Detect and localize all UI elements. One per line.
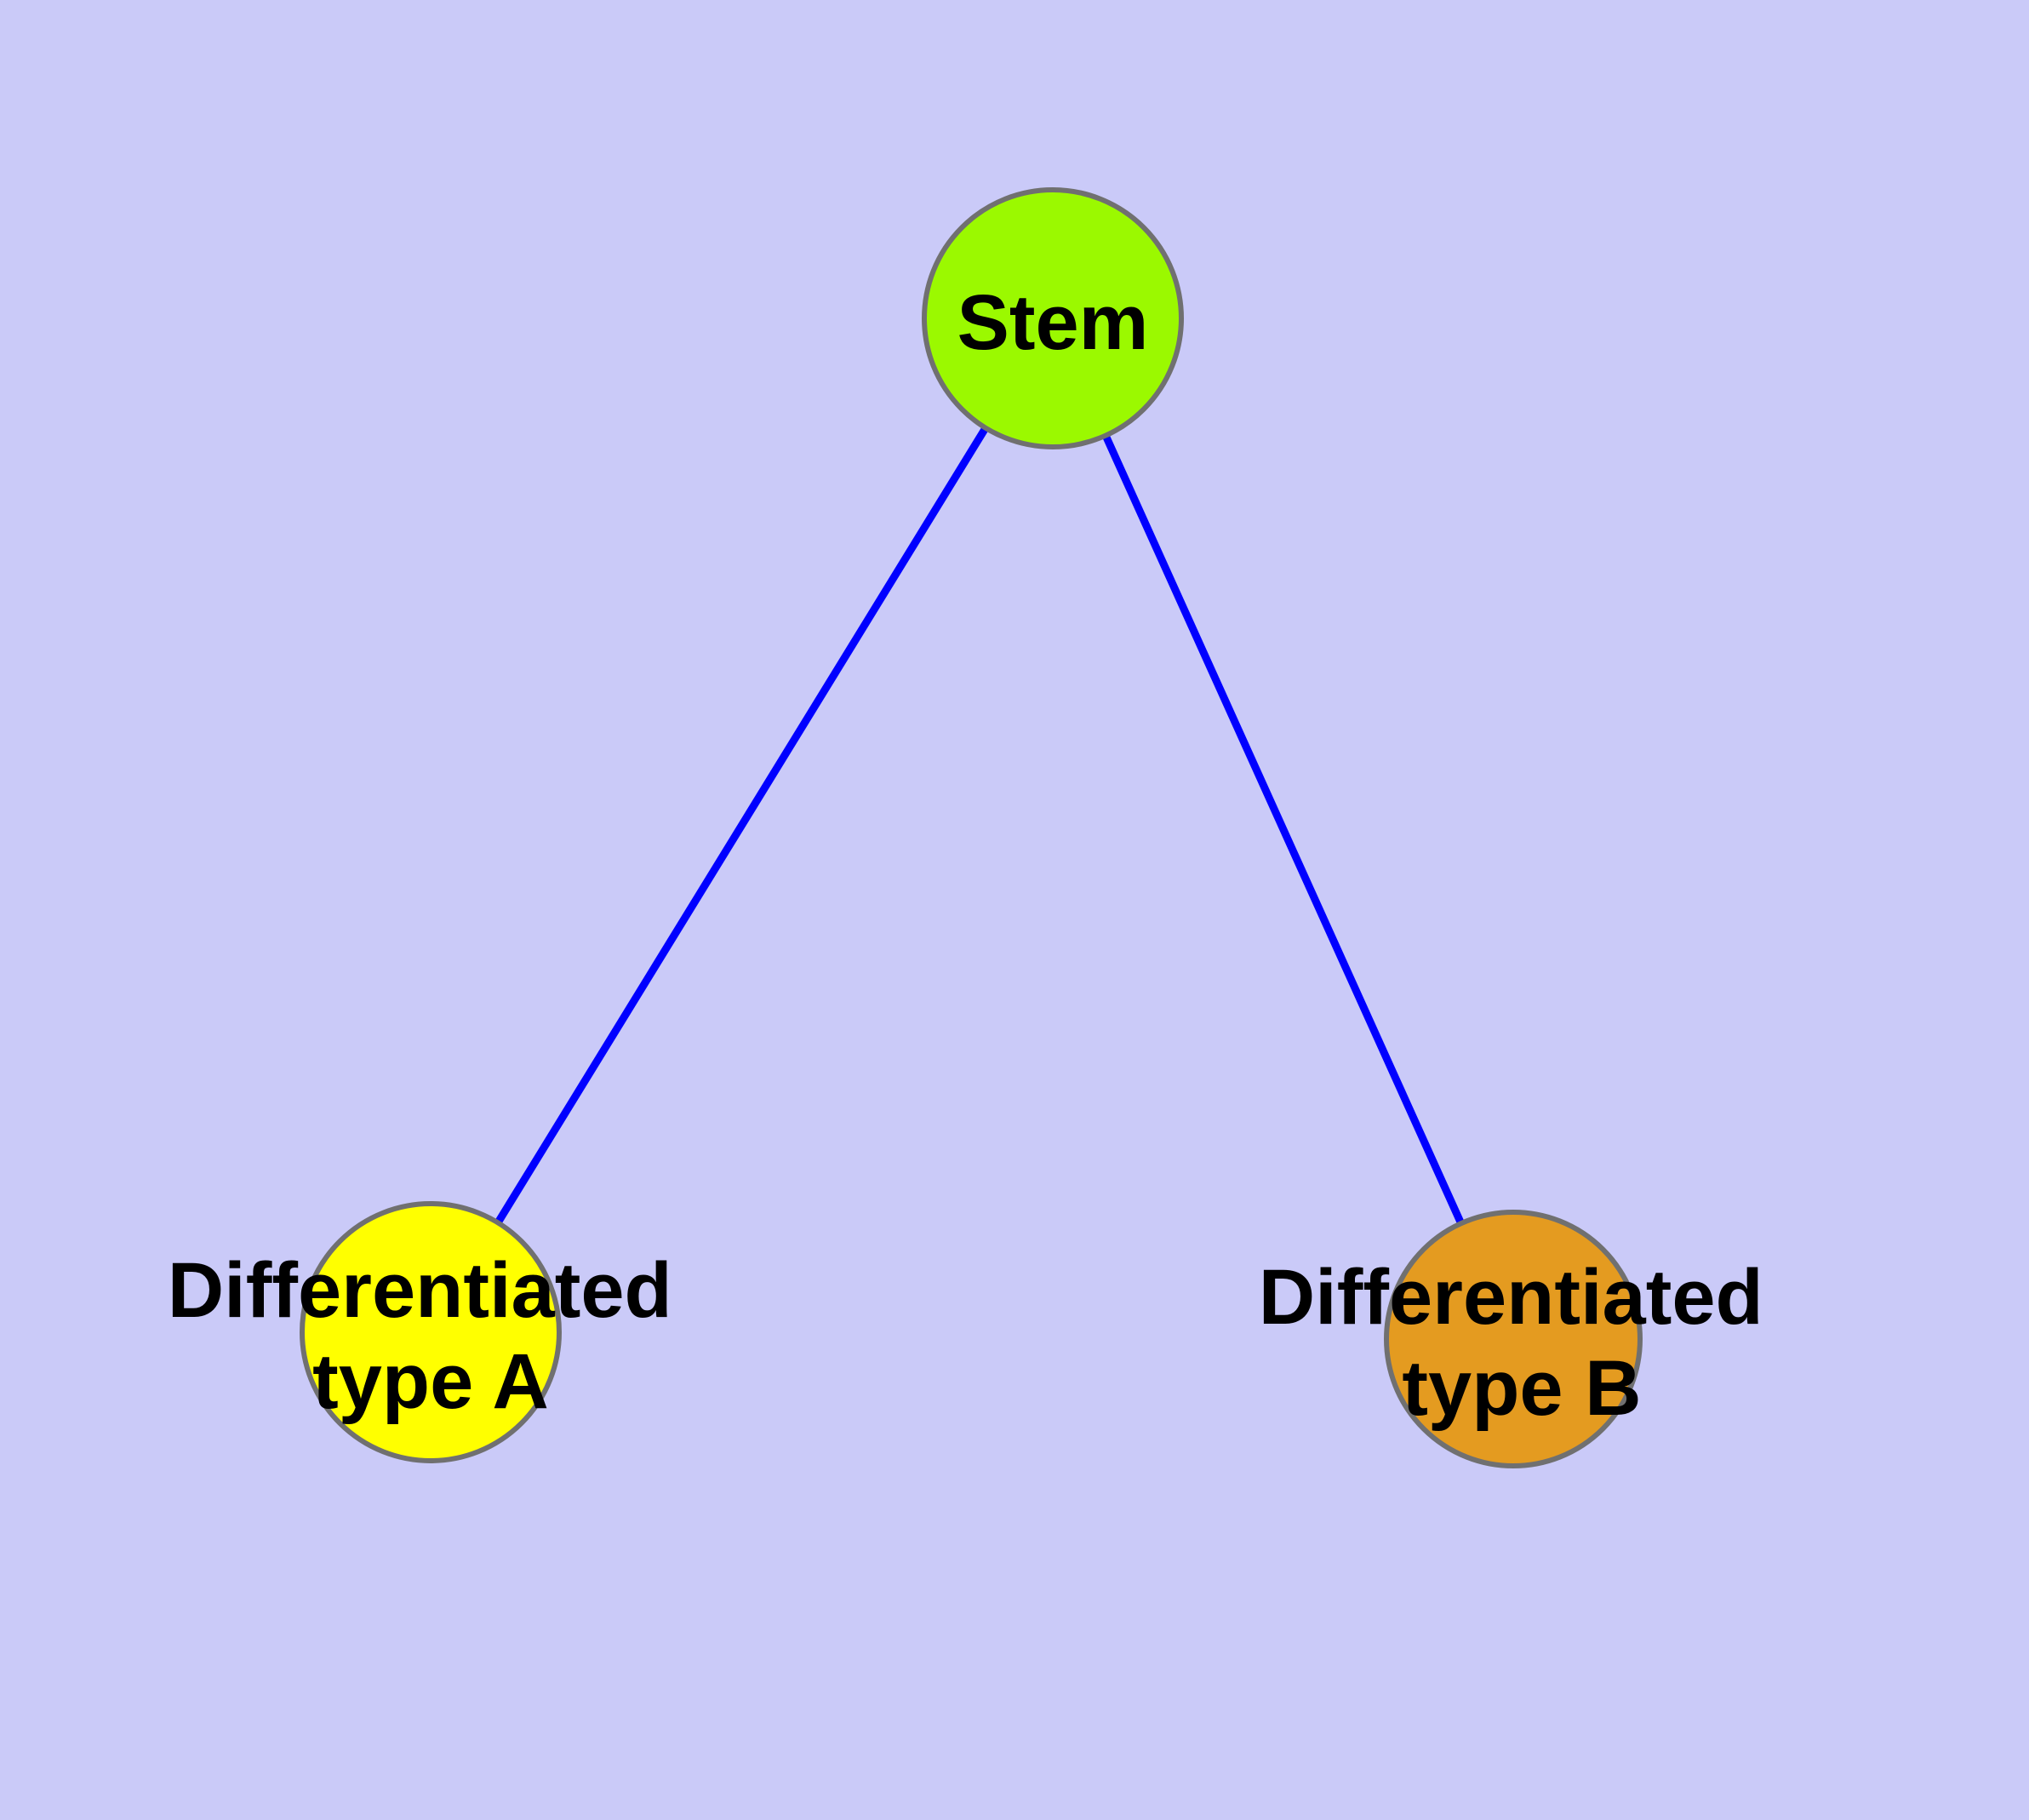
node-stem xyxy=(922,187,1184,449)
node-differentiated-type-b xyxy=(1384,1210,1643,1468)
node-type-a-label: Differentiated type A xyxy=(168,1247,694,1425)
node-type-a-label-line1: Differentiated xyxy=(168,1247,672,1334)
node-type-b-label-line2: type B xyxy=(1402,1345,1641,1432)
edge-stem-to-type-a xyxy=(427,316,1056,1335)
node-stem-label: Stem xyxy=(957,279,1149,366)
edge-stem-to-type-b xyxy=(1049,317,1517,1341)
node-differentiated-type-a xyxy=(300,1201,562,1463)
node-type-a-label-line2: type A xyxy=(312,1338,549,1425)
node-type-b-label-line1: Differentiated xyxy=(1259,1254,1763,1341)
node-type-b-label: Differentiated type B xyxy=(1259,1254,1786,1432)
